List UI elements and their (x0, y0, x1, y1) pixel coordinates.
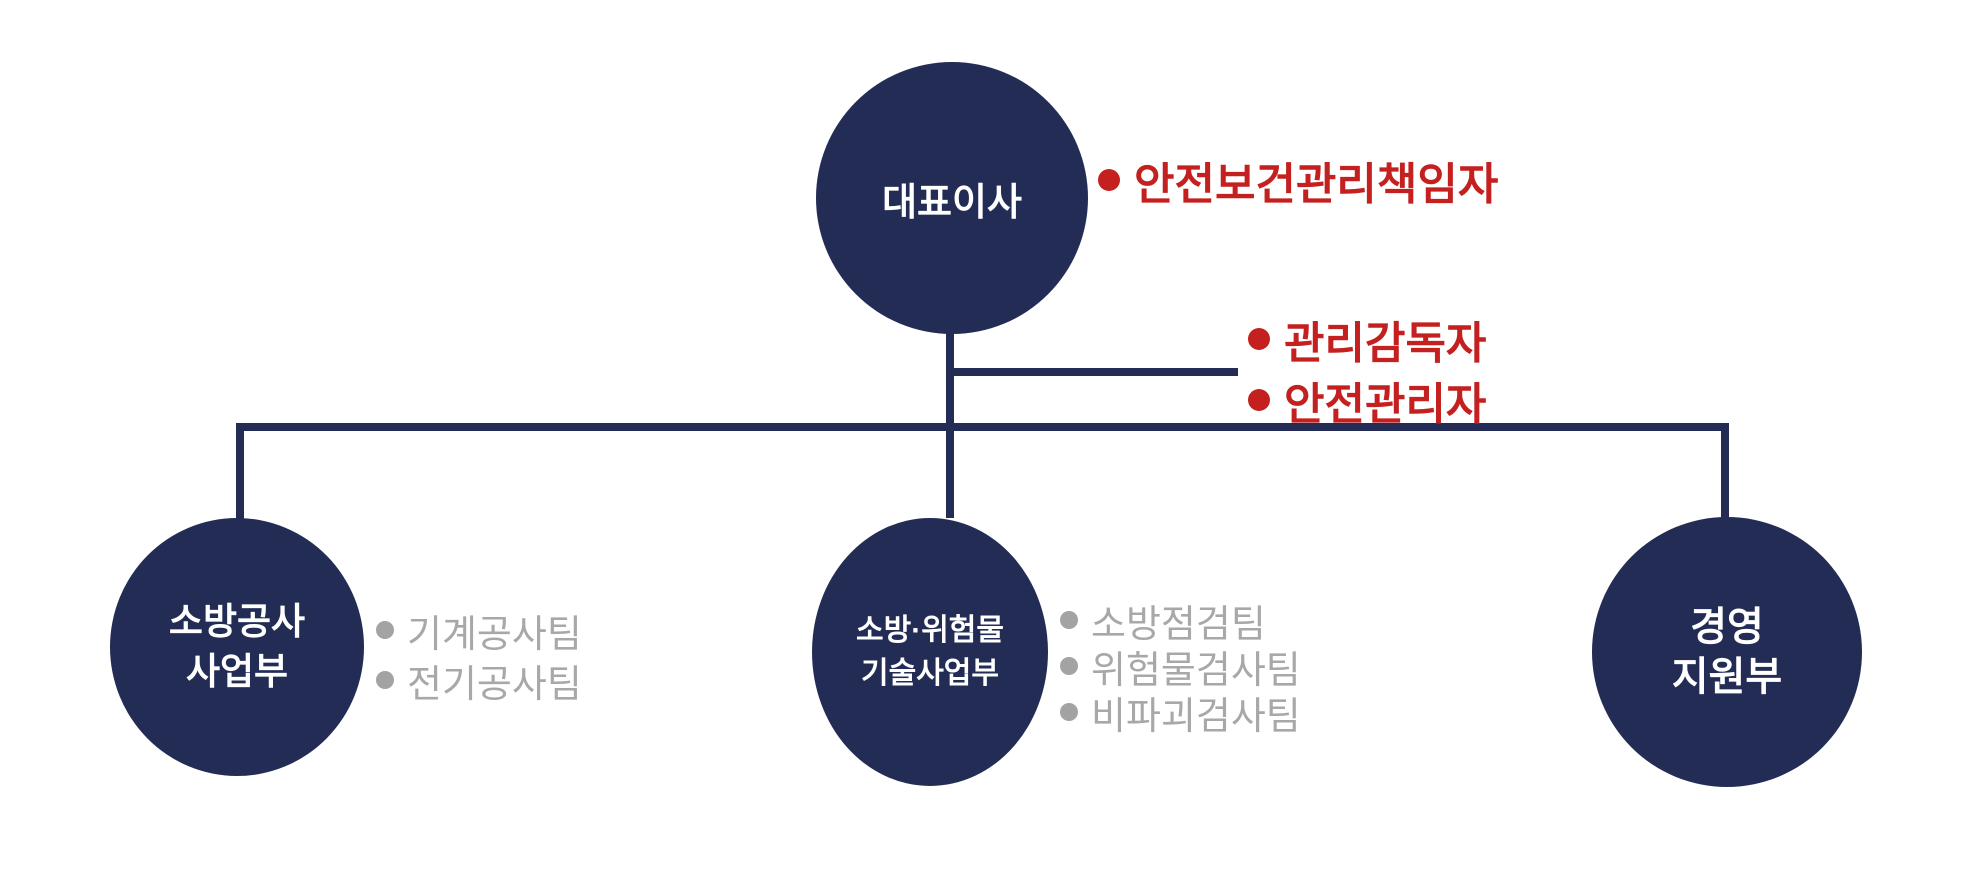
team-label: 비파괴검사팀 (1091, 695, 1301, 738)
node-label-line1: 소방공사 (168, 601, 306, 642)
team-row: 전기공사팀 (376, 655, 582, 706)
team-row: 기계공사팀 (376, 605, 582, 656)
team-row: 비파괴검사팀 (1060, 689, 1301, 738)
bullet-icon (1060, 703, 1078, 721)
team-label: 전기공사팀 (407, 663, 582, 706)
node-label-line2: 사업부 (185, 651, 289, 692)
role-label: 안전보건관리책임자 (1134, 160, 1499, 209)
node-ceo-label: 대표이사 (882, 181, 1022, 224)
node-label-line2: 지원부 (1671, 655, 1783, 699)
connector-left-vertical (236, 423, 244, 519)
team-row: 위험물검사팀 (1060, 643, 1301, 692)
role-label: 안전관리자 (1284, 380, 1487, 429)
team-list-fire-hazmat-tech: 소방점검팀 위험물검사팀 비파괴검사팀 (1060, 597, 1301, 738)
role-management-supervisor: 관리감독자 (1248, 311, 1486, 368)
bullet-icon (1060, 657, 1078, 675)
bullet-icon (376, 671, 394, 689)
team-label: 기계공사팀 (407, 613, 582, 656)
bullet-icon (1248, 328, 1270, 350)
node-label-line1: 소방·위험물 (856, 614, 1004, 647)
node-ceo: 대표이사 (816, 62, 1088, 334)
node-fire-construction-division: 소방공사 사업부 (110, 518, 364, 776)
team-label: 위험물검사팀 (1091, 649, 1301, 692)
role-safety-manager: 안전관리자 (1248, 372, 1486, 429)
connector-right-vertical (1721, 423, 1729, 519)
connector-roles-horizontal (946, 368, 1238, 376)
node-management-support-division: 경영 지원부 (1592, 517, 1862, 787)
team-label: 소방점검팀 (1091, 603, 1266, 646)
team-list-fire-construction: 기계공사팀 전기공사팀 (376, 605, 582, 706)
node-label-line2: 기술사업부 (861, 657, 999, 690)
role-safety-health-manager: 안전보건관리책임자 (1098, 152, 1498, 209)
bullet-icon (376, 621, 394, 639)
node-fire-hazmat-tech-division: 소방·위험물 기술사업부 (812, 518, 1048, 786)
connector-main-horizontal (236, 423, 1729, 431)
bullet-icon (1248, 389, 1270, 411)
role-label: 관리감독자 (1284, 319, 1487, 368)
bullet-icon (1098, 169, 1120, 191)
team-row: 소방점검팀 (1060, 597, 1301, 646)
node-label-line1: 경영 (1690, 605, 1764, 649)
bullet-icon (1060, 611, 1078, 629)
